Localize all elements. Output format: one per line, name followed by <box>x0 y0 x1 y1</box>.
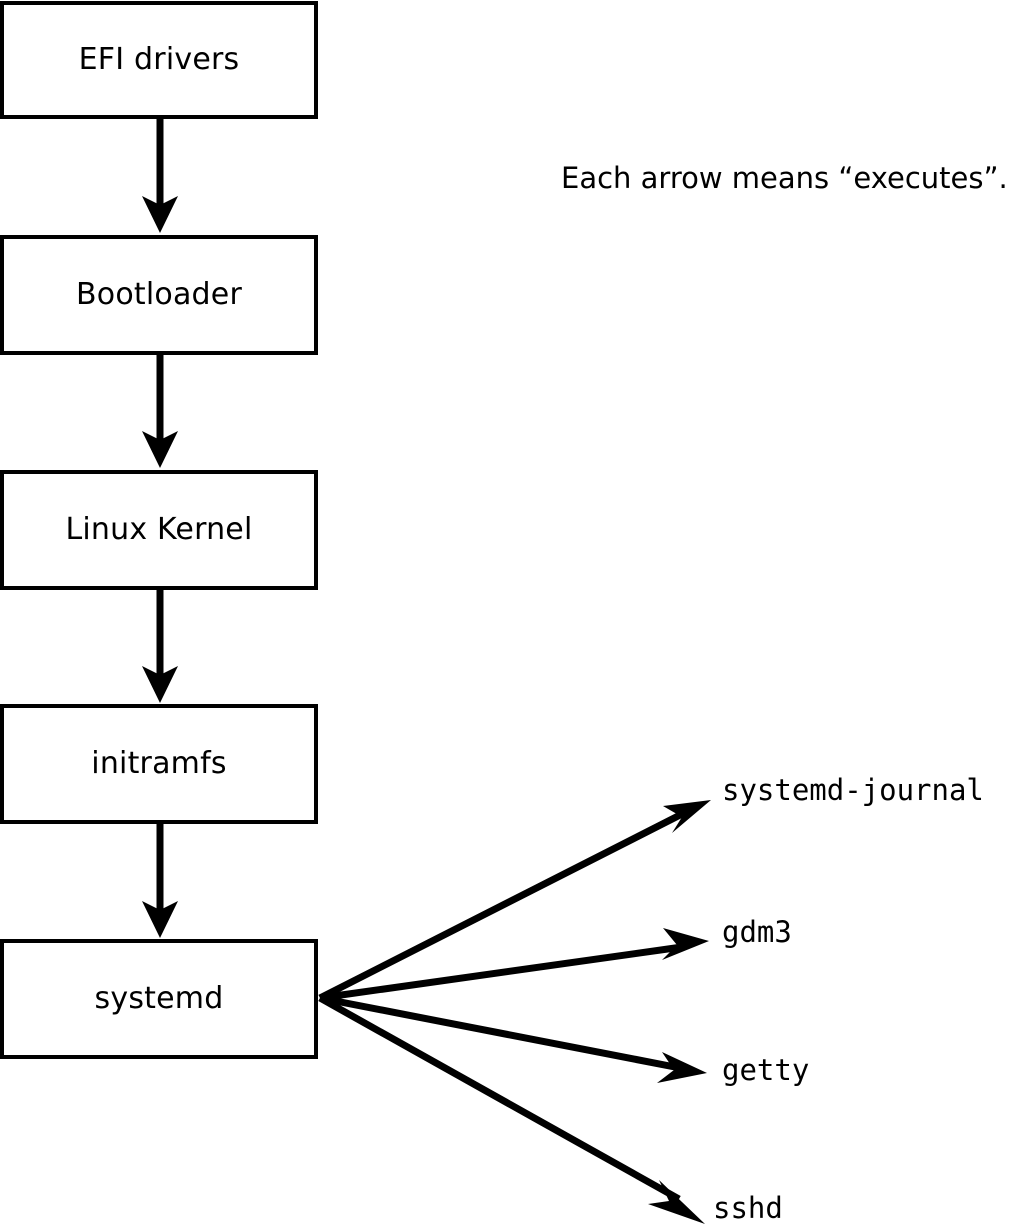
stage-box-efi-drivers[interactable]: EFI drivers <box>0 1 318 119</box>
service-arrow-getty <box>319 994 707 1083</box>
service-arrow-gdm3 <box>319 928 709 1002</box>
chain-arrow-initramfs-to-systemd <box>142 824 178 938</box>
service-label-gdm3[interactable]: gdm3 <box>722 915 792 949</box>
stage-label-bootloader: Bootloader <box>76 277 242 312</box>
stage-box-initramfs[interactable]: initramfs <box>0 704 318 824</box>
chain-arrow-efi-to-bootloader <box>142 119 178 233</box>
legend-note: Each arrow means “executes”. <box>561 161 1008 195</box>
stage-box-systemd[interactable]: systemd <box>0 939 318 1059</box>
service-arrow-systemd-journal <box>318 800 711 1002</box>
chain-arrow-bootloader-to-kernel <box>142 354 178 468</box>
stage-box-bootloader[interactable]: Bootloader <box>0 235 318 355</box>
service-label-sshd[interactable]: sshd <box>713 1191 783 1225</box>
service-label-systemd-journal[interactable]: systemd-journal <box>722 773 984 807</box>
stage-label-efi-drivers: EFI drivers <box>78 42 240 77</box>
stage-label-linux-kernel: Linux Kernel <box>65 512 253 547</box>
stage-label-initramfs: initramfs <box>91 746 227 781</box>
stage-box-linux-kernel[interactable]: Linux Kernel <box>0 470 318 590</box>
chain-arrow-kernel-to-initramfs <box>142 589 178 703</box>
stage-label-systemd: systemd <box>94 981 224 1016</box>
service-arrow-sshd <box>318 994 705 1224</box>
service-label-getty[interactable]: getty <box>722 1053 810 1087</box>
